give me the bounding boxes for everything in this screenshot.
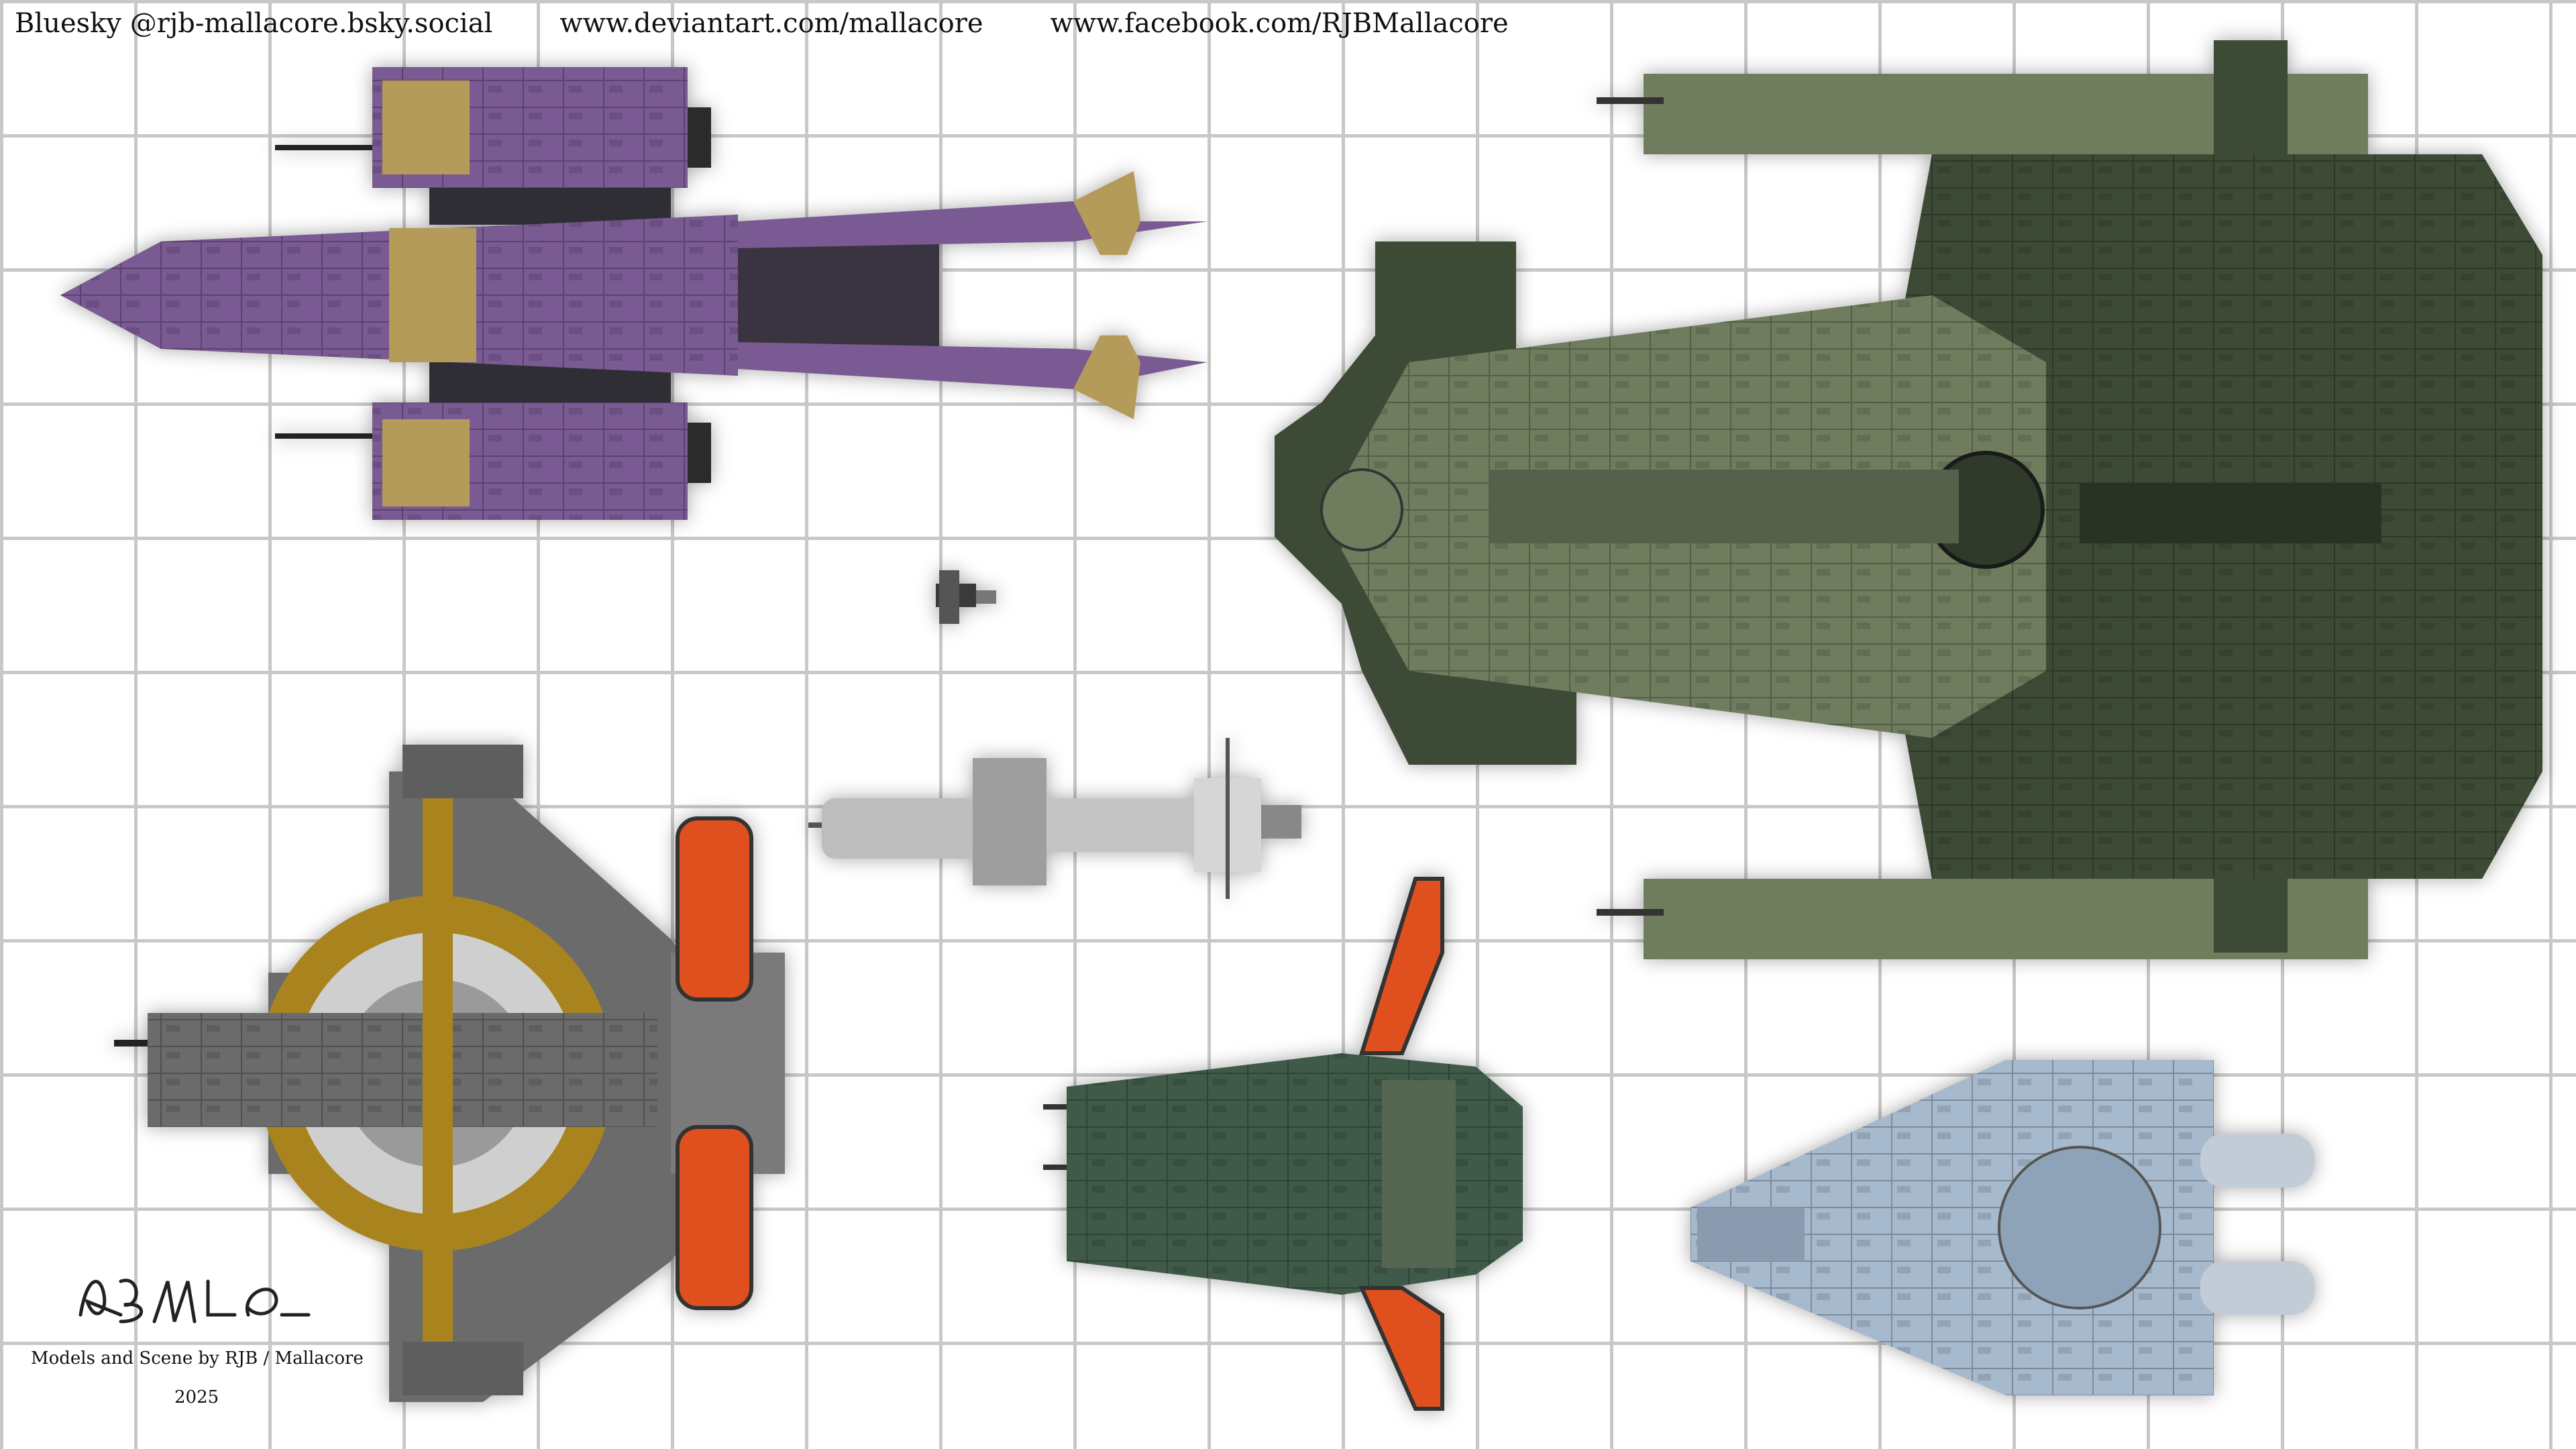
- green-dreadnought: [1275, 40, 2542, 959]
- facebook-link: www.facebook.com/RJBMallacore: [1050, 8, 1509, 39]
- header-credits: Bluesky @rjb-mallacore.bsky.social www.d…: [15, 8, 1509, 42]
- signature-logo: [78, 1279, 311, 1324]
- green-swept-wing-ship: [1043, 877, 1523, 1411]
- credit-text: Models and Scene by RJB / Mallacore: [31, 1348, 364, 1368]
- year-text: 2025: [174, 1387, 219, 1407]
- deviantart-link: www.deviantart.com/mallacore: [559, 8, 983, 39]
- footer: Models and Scene by RJB / Mallacore 2025: [31, 1348, 364, 1426]
- bluesky-handle: Bluesky @rjb-mallacore.bsky.social: [15, 8, 493, 39]
- purple-cruiser: [60, 67, 1208, 520]
- light-grey-frigate: [808, 738, 1301, 899]
- grey-ring-ship: [114, 745, 785, 1402]
- steel-blue-ship: [1690, 1060, 2314, 1395]
- tiny-shuttle: [936, 570, 996, 624]
